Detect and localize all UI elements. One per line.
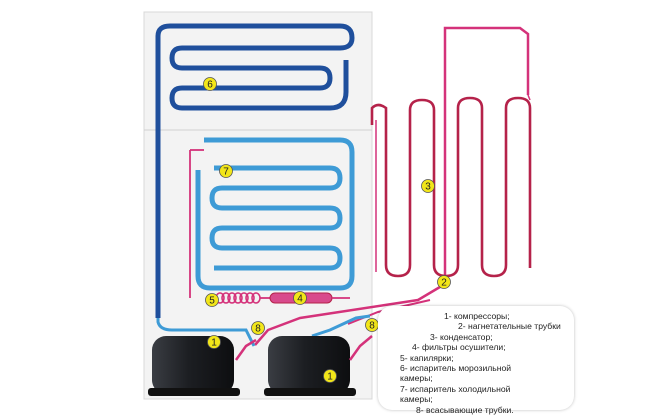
legend-item: 7- испаритель холодильной	[400, 383, 511, 394]
fridge-evaporator-box	[195, 137, 355, 291]
suction-tube-right	[311, 314, 371, 338]
compressor-left	[148, 336, 257, 396]
discharge-tube-lower	[347, 299, 431, 325]
svg-text:3: 3	[425, 182, 431, 193]
condenser-inner-line	[375, 94, 531, 272]
svg-text:1: 1	[327, 372, 333, 383]
marker-suction-right: 8	[365, 318, 379, 332]
legend-item: 2- нагнетательные трубки	[458, 321, 561, 332]
suction-tube-left	[156, 318, 256, 347]
legend-item: 6- испаритель морозильной	[400, 363, 512, 374]
marker-suction-left: 8	[251, 321, 265, 335]
legend-item: 4- фильтры осушители;	[412, 342, 506, 353]
freezer-evaporator-coil	[155, 23, 355, 318]
svg-text:5: 5	[209, 296, 215, 307]
legend-item: 5- капилярки;	[400, 352, 454, 363]
svg-text:1: 1	[211, 338, 217, 349]
legend-item: камеры;	[400, 373, 433, 384]
marker-compressor-left: 1	[207, 335, 221, 349]
marker-compressor-right: 1	[323, 369, 337, 383]
legend-item: 1- компрессоры;	[444, 311, 510, 321]
svg-text:4: 4	[297, 294, 303, 305]
condenser-coil	[370, 96, 532, 278]
marker-discharge-tube: 2	[437, 275, 451, 289]
marker-condenser: 3	[421, 179, 435, 193]
capillary-coil	[189, 149, 276, 304]
svg-text:8: 8	[255, 324, 261, 335]
marker-fridge-evaporator: 7	[219, 164, 233, 178]
legend-item: 3- конденсатор;	[430, 331, 493, 342]
svg-text:2: 2	[441, 278, 447, 289]
legend-box: 1- компрессоры; 2- нагнетательные трубки…	[378, 306, 574, 415]
legend-item: камеры;	[400, 394, 433, 405]
legend-item: 8- всасывающие трубки.	[416, 404, 514, 415]
svg-text:8: 8	[369, 321, 375, 332]
marker-freezer-evaporator: 6	[203, 77, 217, 91]
marker-capillary: 5	[205, 293, 219, 307]
svg-text:6: 6	[207, 80, 213, 91]
fridge-evaporator-coil	[209, 165, 343, 271]
svg-text:7: 7	[223, 167, 229, 178]
marker-filter-drier: 4	[293, 291, 307, 305]
